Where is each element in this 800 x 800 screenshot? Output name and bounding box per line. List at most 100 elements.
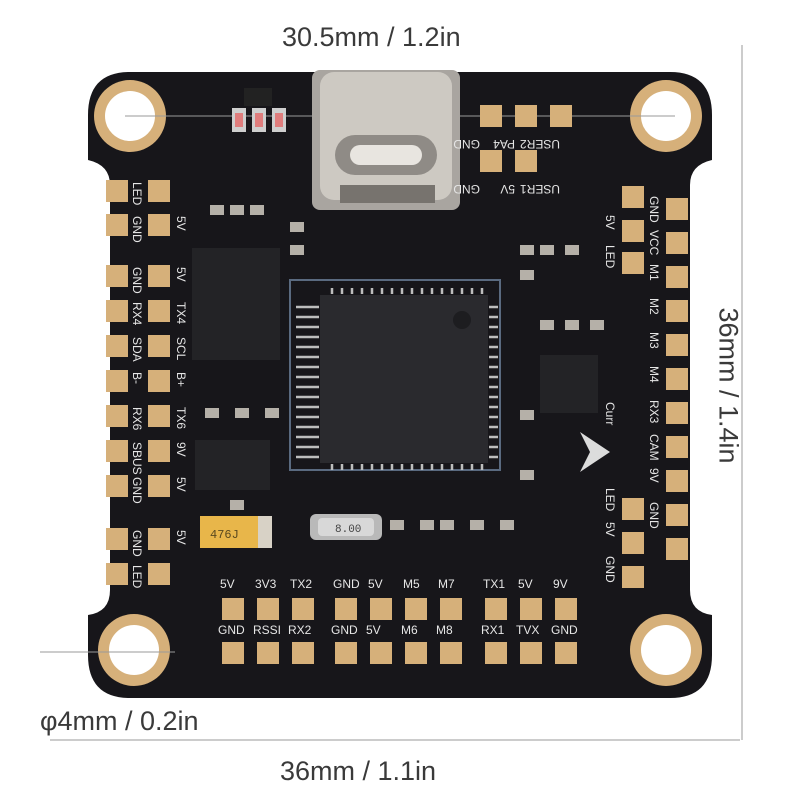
smd-component — [540, 245, 554, 255]
left-outer-pad — [106, 180, 128, 202]
bottom-top-pad — [520, 598, 542, 620]
left-inner-pad — [148, 370, 170, 392]
right-pad-label: M4 — [647, 366, 661, 383]
top-label: 5V — [500, 182, 515, 196]
left-outer-pad — [106, 563, 128, 585]
main-mcu-chip — [289, 279, 501, 471]
smd-component — [520, 410, 534, 420]
right-outer-pad — [666, 198, 688, 220]
right-outer-pad — [666, 538, 688, 560]
right-outer-pad — [666, 402, 688, 424]
bottom-bottom-label: M6 — [401, 623, 418, 637]
top-label: GND — [453, 182, 480, 196]
bottom-bottom-pad — [520, 642, 542, 664]
smd-component — [590, 320, 604, 330]
bottom-bottom-pad — [485, 642, 507, 664]
right-outer-pad — [666, 334, 688, 356]
left-inner-label: 5V — [174, 477, 188, 492]
right-inner-pad — [622, 186, 644, 208]
left-pad-label: SDA — [130, 337, 144, 362]
top-pad — [515, 150, 537, 172]
left-inner-label: B+ — [174, 372, 188, 387]
right-outer-pad — [666, 504, 688, 526]
top-label: PA4 — [493, 137, 515, 151]
solder-pads — [106, 105, 688, 664]
bottom-top-label: M5 — [403, 577, 420, 591]
bottom-bottom-label: GND — [331, 623, 358, 637]
right-inner-pad — [622, 498, 644, 520]
right-inner-label: 5V — [603, 522, 617, 537]
left-pad-label: LED — [130, 565, 144, 589]
bottom-top-label: 5V — [368, 577, 383, 591]
smd-component — [390, 520, 404, 530]
left-inner-label: 5V — [174, 267, 188, 282]
right-pad-label: M1 — [647, 264, 661, 281]
right-pad-label: GND — [647, 196, 661, 223]
brand-arrow-logo — [580, 432, 610, 472]
bottom-bottom-label: 5V — [366, 623, 381, 637]
bottom-top-pad — [440, 598, 462, 620]
gyro-chip — [540, 355, 598, 413]
bottom-bottom-pad — [292, 642, 314, 664]
silkscreen-labels: LEDGNDGNDRX4SDAB-RX6SBUSGNDGNDLED5V5VTX4… — [130, 137, 661, 637]
left-outer-pad — [106, 300, 128, 322]
left-inner-pad — [148, 265, 170, 287]
bottom-bottom-pad — [335, 642, 357, 664]
right-inner-label: 5V — [603, 215, 617, 230]
left-outer-pad — [106, 440, 128, 462]
smd-component — [520, 245, 534, 255]
left-pad-label: LED — [130, 182, 144, 206]
mounting-holes — [94, 80, 702, 686]
left-inner-pad — [148, 405, 170, 427]
left-outer-pad — [106, 335, 128, 357]
smd-component — [565, 245, 579, 255]
bottom-bottom-pad — [405, 642, 427, 664]
bottom-top-label: TX2 — [290, 577, 312, 591]
left-pad-label: GND — [130, 267, 144, 294]
bottom-bottom-pad — [222, 642, 244, 664]
right-pad-label: VCC — [647, 230, 661, 256]
bottom-bottom-label: M8 — [436, 623, 453, 637]
bottom-top-pad — [555, 598, 577, 620]
bottom-bottom-label: TVX — [516, 623, 539, 637]
left-pad-label: SBUS — [130, 442, 144, 475]
smd-component — [290, 222, 304, 232]
bottom-top-pad — [370, 598, 392, 620]
bottom-top-pad — [292, 598, 314, 620]
left-inner-label: TX4 — [174, 302, 188, 324]
left-inner-pad — [148, 475, 170, 497]
top-width-dimension: 30.5mm / 1.2in — [282, 22, 461, 52]
right-outer-pad — [666, 368, 688, 390]
crystal-marking: 8.00 — [335, 524, 361, 536]
right-inner-pad — [622, 532, 644, 554]
status-leds — [232, 88, 286, 132]
bottom-bottom-pad — [555, 642, 577, 664]
smd-component — [500, 520, 514, 530]
smd-component — [235, 408, 249, 418]
left-inner-pad — [148, 214, 170, 236]
left-pad-label: GND — [130, 477, 144, 504]
right-outer-pad — [666, 300, 688, 322]
right-inner-label: LED — [603, 245, 617, 269]
right-outer-pad — [666, 470, 688, 492]
smd-component — [210, 205, 224, 215]
left-inner-label: TX6 — [174, 407, 188, 429]
bottom-top-label: M7 — [438, 577, 455, 591]
left-inner-pad — [148, 440, 170, 462]
bottom-top-pad — [257, 598, 279, 620]
left-inner-label: 5V — [174, 530, 188, 545]
right-inner-pad — [622, 252, 644, 274]
top-label: USER2 — [520, 137, 560, 151]
bottom-bottom-label: GND — [218, 623, 245, 637]
bottom-top-label: 5V — [220, 577, 235, 591]
right-inner-pad — [622, 220, 644, 242]
bottom-bottom-label: GND — [551, 623, 578, 637]
left-inner-pad — [148, 335, 170, 357]
left-outer-pad — [106, 265, 128, 287]
bottom-top-label: 3V3 — [255, 577, 277, 591]
right-pad-label: M3 — [647, 332, 661, 349]
left-inner-pad — [148, 528, 170, 550]
top-pad — [480, 150, 502, 172]
left-outer-pad — [106, 214, 128, 236]
